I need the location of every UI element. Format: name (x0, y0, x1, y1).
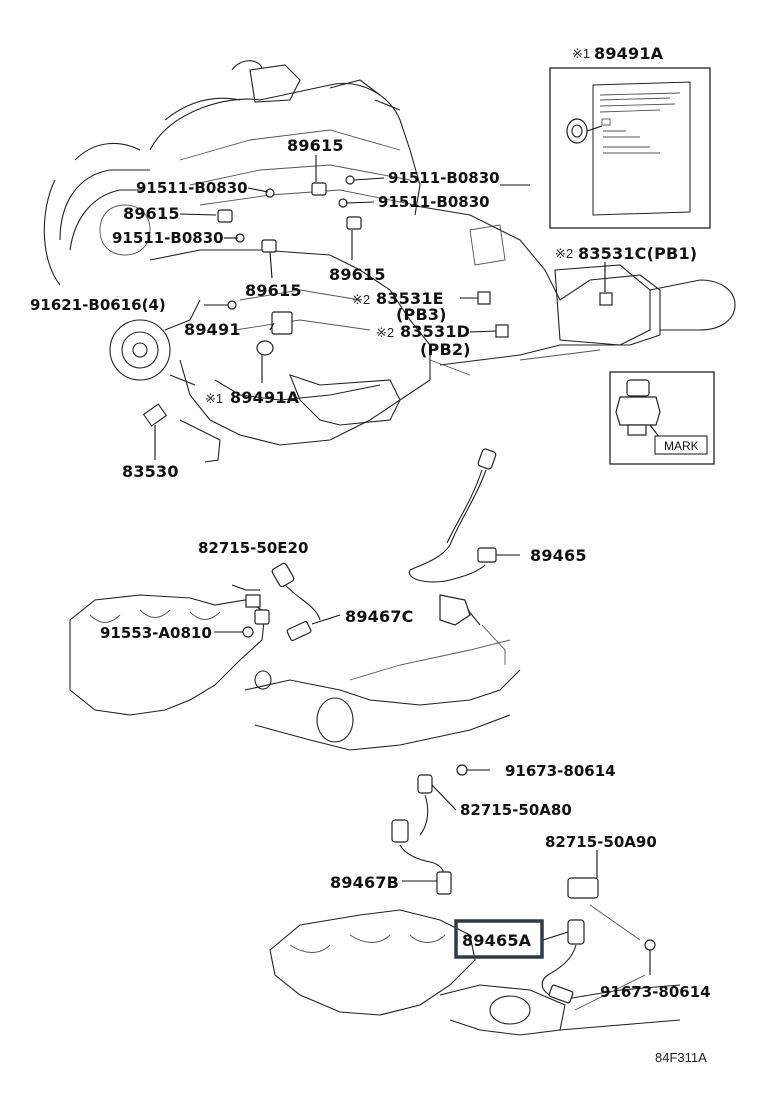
note-mark-2b: ※2 (352, 292, 370, 307)
labels: ※1 89491A ※2 83531C(PB1) 89615 91511-B08… (30, 44, 711, 1065)
knock-sensor-83531D (495, 324, 509, 338)
label-82715-50A90[interactable]: 82715-50A90 (545, 833, 657, 851)
note-mark-1: ※1 (572, 46, 590, 61)
engine-small-parts (217, 175, 613, 356)
label-89615-c[interactable]: 89615 (245, 281, 302, 300)
note-mark-2: ※2 (555, 246, 573, 261)
oring-icon (566, 118, 588, 144)
label-91511-b[interactable]: 91511-B0830 (388, 169, 500, 187)
highlight-box-89465A (454, 919, 544, 959)
label-89491A-box[interactable]: 89491A (594, 44, 664, 63)
bolt-icon (227, 300, 237, 310)
label-89467C[interactable]: 89467C (345, 607, 414, 626)
mark-label-box (654, 435, 708, 455)
oring-89491A (256, 340, 274, 356)
bolt-icon (265, 188, 275, 198)
bolt-icon (338, 198, 348, 208)
bolt-icon (345, 175, 355, 185)
label-89615-d[interactable]: 89615 (329, 265, 386, 284)
label-83531C[interactable]: 83531C(PB1) (578, 244, 697, 263)
label-83531D-sub: (PB2) (420, 340, 471, 359)
middle-assembly (69, 448, 521, 751)
label-89615-b[interactable]: 89615 (123, 204, 180, 223)
note-mark-2c: ※2 (376, 325, 394, 340)
label-91673-a[interactable]: 91673-80614 (505, 762, 616, 780)
connector-icon (271, 562, 295, 588)
label-89491A[interactable]: 89491A (230, 388, 300, 407)
label-91621[interactable]: 91621-B0616(4) (30, 296, 166, 314)
sensor-89491 (271, 311, 293, 335)
nut-icon (242, 626, 254, 638)
knock-sensor-83531E (477, 291, 491, 305)
valve-89615-d (346, 216, 362, 230)
connector-icon (567, 919, 585, 945)
label-91511-d[interactable]: 91511-B0830 (112, 229, 224, 247)
note-mark-1b: ※1 (205, 391, 223, 406)
pulley-drawing (109, 319, 171, 381)
label-91511-a[interactable]: 91511-B0830 (136, 179, 248, 197)
engine-drawing (43, 60, 736, 463)
label-89467B[interactable]: 89467B (330, 873, 399, 892)
label-89615-a[interactable]: 89615 (287, 136, 344, 155)
bracket-icon (567, 877, 599, 899)
label-83530[interactable]: 83530 (122, 462, 179, 481)
label-89491[interactable]: 89491 (184, 320, 241, 339)
label-89465A[interactable]: 89465A (462, 931, 532, 950)
connector-icon (477, 448, 497, 470)
bolt-icon (456, 764, 468, 776)
label-91553[interactable]: 91553-A0810 (100, 624, 212, 642)
sensor-89467C-body (245, 594, 261, 608)
leader-lines (154, 155, 651, 975)
label-89465[interactable]: 89465 (530, 546, 587, 565)
diagram-reference: 84F311A (655, 1050, 707, 1065)
sensor-head-icon (626, 379, 650, 397)
sensor-89467B-body (436, 871, 452, 895)
valve-89615-b (217, 209, 233, 223)
label-91511-c[interactable]: 91511-B0830 (378, 193, 490, 211)
connector-icon (391, 819, 409, 843)
mark-label: MARK (664, 439, 699, 453)
valve-89615-c (261, 239, 277, 253)
label-82715-50E20[interactable]: 82715-50E20 (198, 539, 308, 557)
detail-box-89491A (549, 67, 711, 229)
label-82715-50A80[interactable]: 82715-50A80 (460, 801, 572, 819)
label-83531E[interactable]: 83531E (376, 289, 444, 308)
bracket-icon (417, 774, 433, 794)
bolt-icon (644, 939, 656, 951)
label-83531E-sub: (PB3) (396, 305, 447, 324)
label-91673-b[interactable]: 91673-80614 (600, 983, 711, 1001)
valve-89615-a (311, 182, 327, 196)
sensor-89465A-body (548, 984, 574, 1004)
knock-sensor-83531C (599, 292, 613, 306)
bottom-assembly (269, 764, 681, 1036)
label-83531D[interactable]: 83531D (400, 322, 470, 341)
detail-box-knock-sensor: MARK (609, 371, 715, 465)
